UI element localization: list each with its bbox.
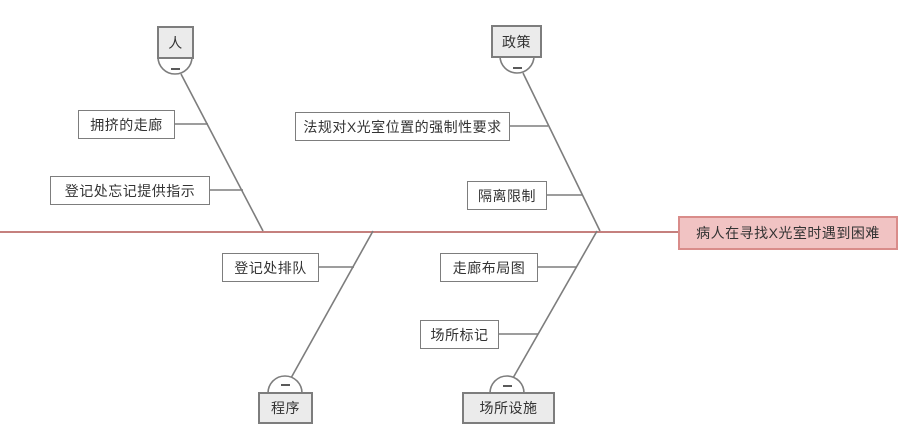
- cause-label: 登记处忘记提供指示: [64, 182, 196, 199]
- minus-bar: [512, 67, 522, 69]
- cause-box-regulation-requirement[interactable]: 法规对X光室位置的强制性要求: [295, 112, 510, 141]
- category-label-facilities: 场所设施: [479, 400, 538, 416]
- cause-box-isolation-restriction[interactable]: 隔离限制: [467, 181, 547, 210]
- branch-line-people: [180, 73, 264, 232]
- minus-bar: [170, 68, 180, 70]
- branch-line-procedure: [290, 230, 374, 379]
- branch-line-policy: [522, 72, 601, 232]
- collapse-minus-icon-facilities[interactable]: [501, 381, 513, 391]
- category-label-policy: 政策: [502, 33, 531, 50]
- minus-bar: [280, 384, 290, 386]
- collapse-minus-icon-policy[interactable]: [511, 63, 523, 73]
- minus-bar: [502, 385, 512, 387]
- effect-label: 病人在寻找X光室时遇到困难: [696, 225, 880, 241]
- cause-box-registration-queue[interactable]: 登记处排队: [222, 253, 319, 282]
- cause-box-site-signage[interactable]: 场所标记: [420, 320, 499, 349]
- category-label-people: 人: [168, 34, 183, 51]
- cause-label: 走廊布局图: [452, 259, 526, 276]
- category-box-procedure[interactable]: 程序: [258, 392, 313, 424]
- cause-label: 场所标记: [430, 326, 489, 343]
- cause-label: 法规对X光室位置的强制性要求: [303, 118, 502, 135]
- category-label-procedure: 程序: [271, 400, 300, 416]
- category-box-facilities[interactable]: 场所设施: [462, 392, 555, 424]
- collapse-minus-icon-procedure[interactable]: [279, 380, 291, 390]
- cause-box-crowded-corridor[interactable]: 拥挤的走廊: [78, 110, 175, 139]
- cause-box-corridor-layout-map[interactable]: 走廊布局图: [440, 253, 538, 282]
- collapse-dome-policy: [499, 55, 535, 74]
- cause-label: 拥挤的走廊: [90, 116, 163, 133]
- cause-box-registration-no-directions[interactable]: 登记处忘记提供指示: [50, 176, 210, 205]
- effect-box[interactable]: 病人在寻找X光室时遇到困难: [678, 216, 898, 250]
- branch-line-facilities: [512, 230, 598, 379]
- category-box-people[interactable]: 人: [157, 26, 194, 59]
- collapse-dome-people: [157, 56, 193, 75]
- collapse-dome-facilities: [489, 375, 525, 394]
- collapse-minus-icon-people[interactable]: [169, 64, 181, 74]
- cause-label: 隔离限制: [478, 187, 536, 204]
- cause-label: 登记处排队: [234, 259, 307, 276]
- category-box-policy[interactable]: 政策: [491, 25, 542, 58]
